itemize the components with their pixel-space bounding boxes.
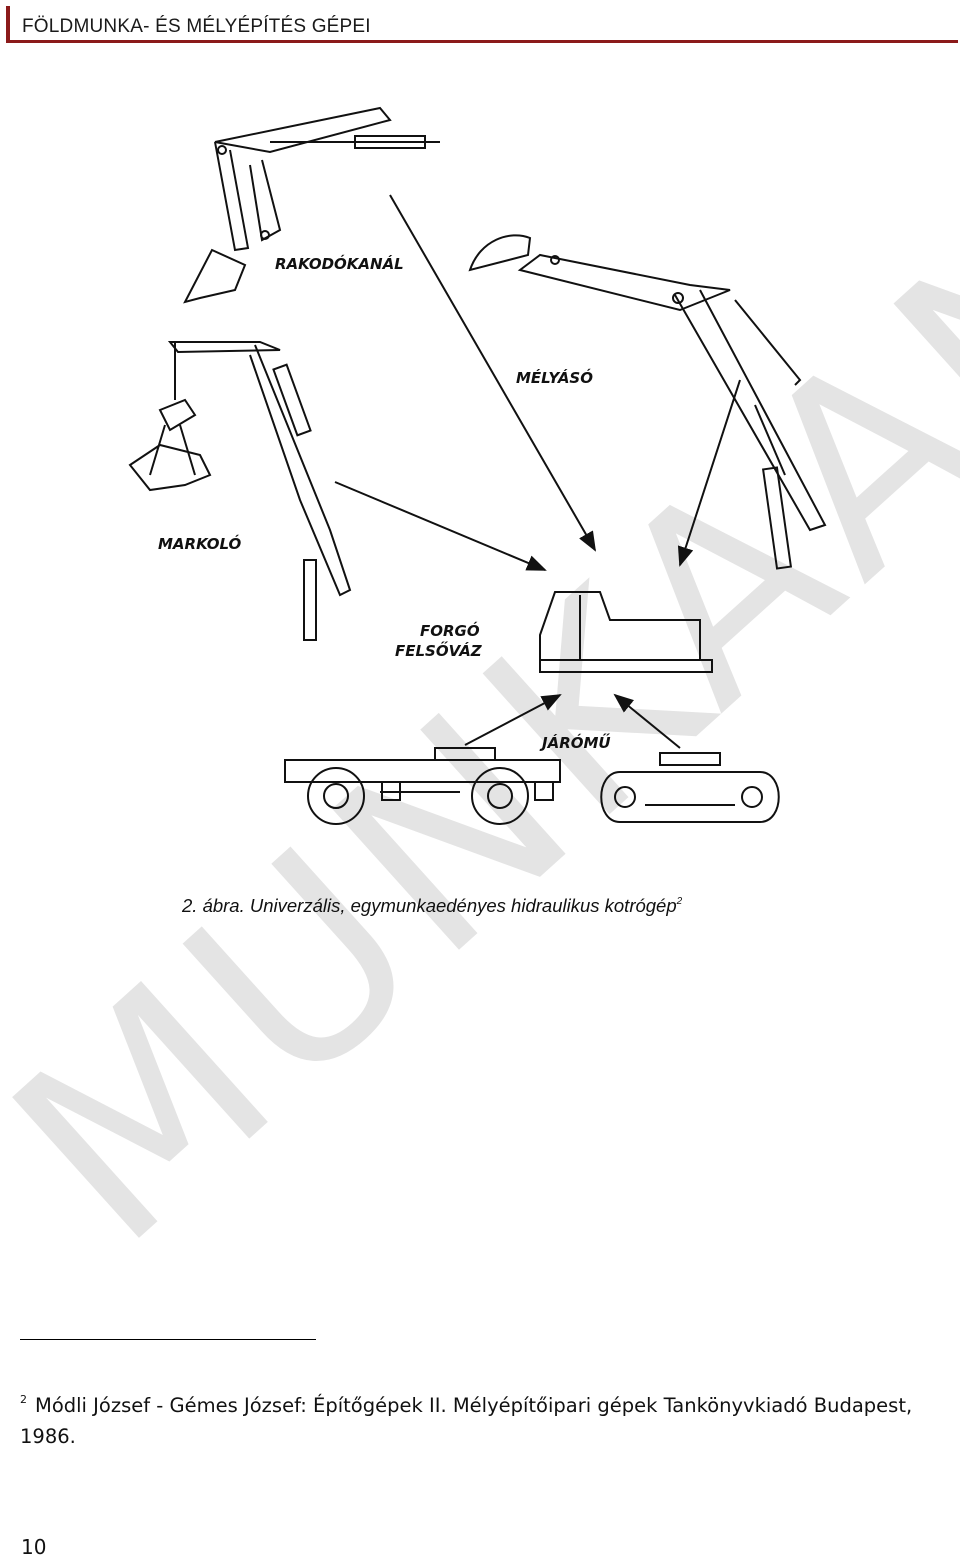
footnote-text: Módli József - Gémes József: Építőgépek …: [20, 1394, 913, 1448]
page-header: FÖLDMUNKA- ÉS MÉLYÉPÍTÉS GÉPEI: [6, 6, 958, 43]
caption-footnote-ref: 2: [676, 896, 683, 907]
footnote-marker: 2: [20, 1393, 27, 1406]
label-felsovaz: FELSŐVÁZ: [395, 640, 483, 660]
tracked-undercarriage-drawing: [600, 752, 780, 823]
caption-text: 2. ábra. Univerzális, egymunkaedényes hi…: [182, 895, 677, 916]
label-jaromu: JÁRÓMŰ: [539, 732, 611, 752]
figure-caption: 2. ábra. Univerzális, egymunkaedényes hi…: [182, 895, 682, 917]
upper-frame-drawing: [539, 591, 713, 673]
grab-drawing: [128, 341, 352, 641]
footnote-separator: [20, 1339, 316, 1340]
loader-bucket-drawing: [183, 106, 440, 304]
label-forgo: FORGÓ: [420, 621, 480, 640]
header-title: FÖLDMUNKA- ÉS MÉLYÉPÍTÉS GÉPEI: [22, 16, 371, 37]
page-number: 10: [21, 1535, 47, 1559]
label-markolo: MARKOLÓ: [158, 534, 242, 553]
excavator-figure: RAKODÓKANÁL MÉLYÁSÓ MARKOLÓ FORGÓ FELSŐV…: [128, 106, 827, 825]
backhoe-drawing: [468, 234, 827, 570]
label-rakodokanal: RAKODÓKANÁL: [275, 254, 404, 273]
label-melyaso: MÉLYÁSÓ: [516, 368, 593, 387]
wheeled-undercarriage-drawing: [284, 747, 561, 825]
